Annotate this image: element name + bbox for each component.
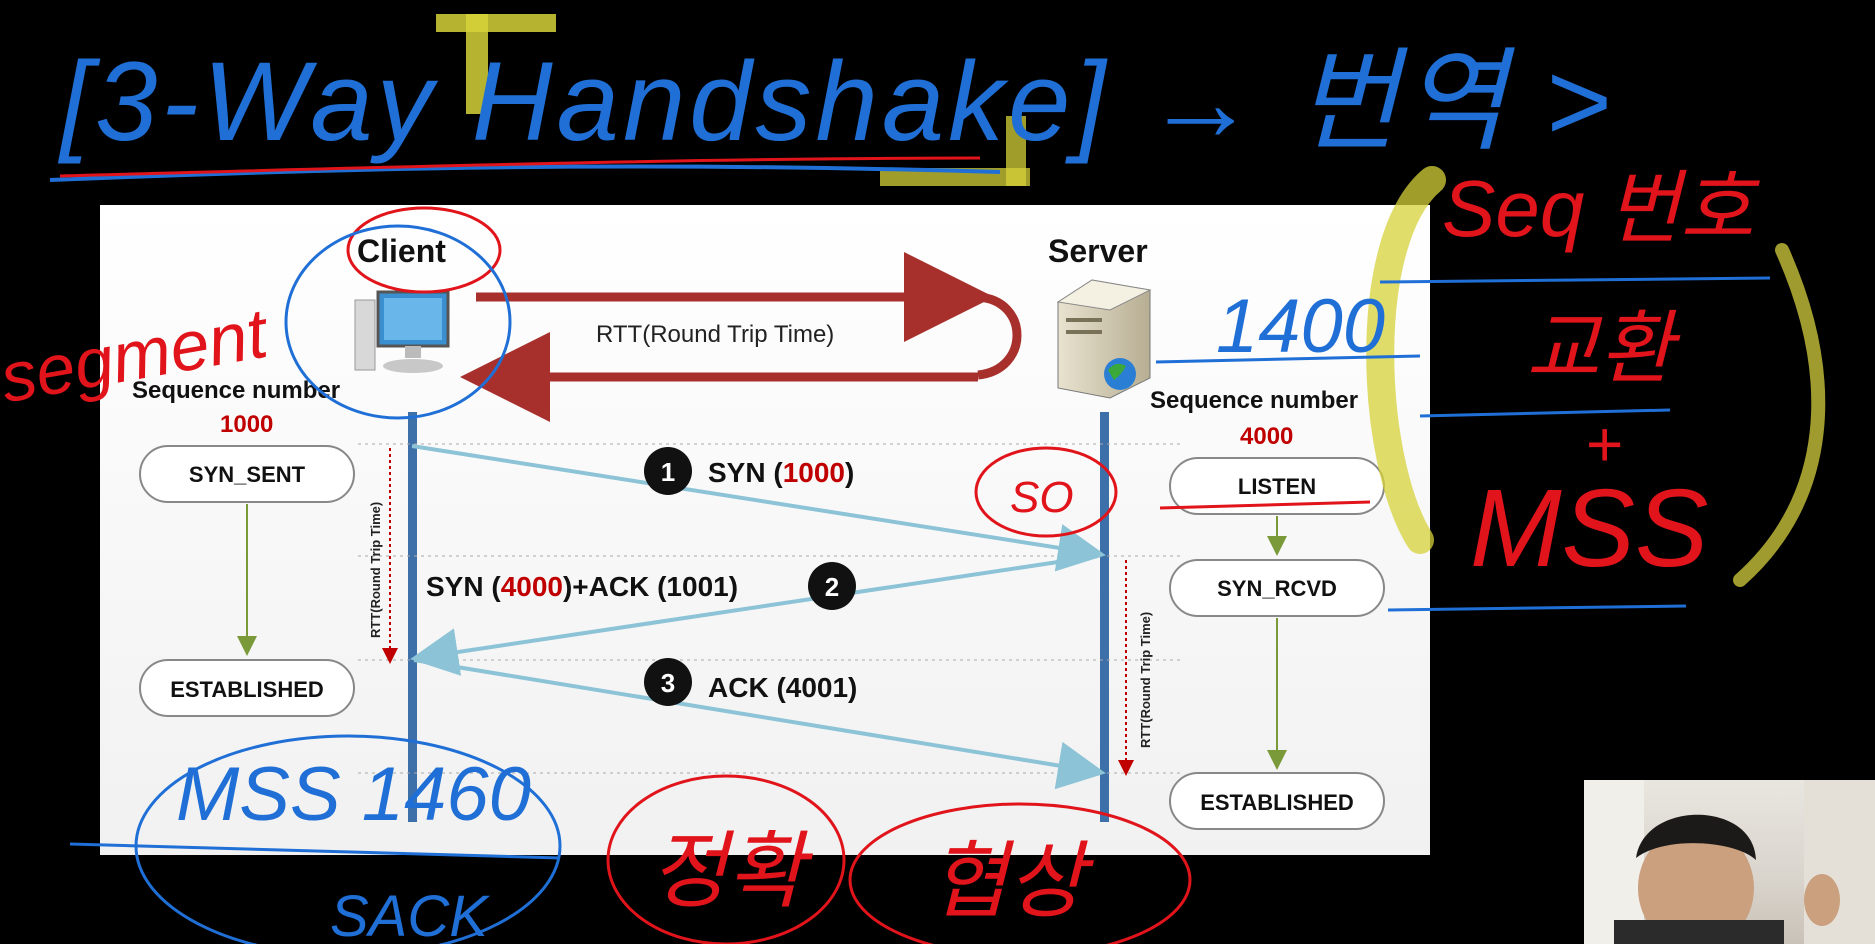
client-label-circle	[346, 206, 502, 294]
state-label: ESTABLISHED	[1200, 790, 1354, 815]
right-bracket-notes: Seq 번호 교환 + MSS	[1442, 164, 1760, 590]
ack-arrow	[413, 658, 1106, 790]
title-text: [3-Way Handshake] → 번역 >	[57, 39, 1614, 164]
rtt-vertical-left: RTT(Round Trip Time)	[368, 502, 383, 638]
pen-underline	[1387, 604, 1687, 612]
pen-underline	[1419, 408, 1671, 418]
step-ack: 3 ACK (4001)	[644, 658, 857, 706]
server-icon	[1056, 279, 1152, 399]
step-syn: 1 SYN (1000)	[644, 447, 854, 495]
step-number: 1	[661, 457, 675, 487]
title-highlight	[436, 14, 556, 32]
yellow-bracket-left	[1366, 166, 1446, 554]
handwritten-title: [3-Way Handshake] → 번역 >	[49, 14, 1614, 186]
server-seq-label: Sequence number	[1150, 387, 1358, 414]
step-label: SYN (1000)	[708, 457, 854, 488]
syn-ack-arrow	[410, 554, 1099, 676]
yellow-bracket-right	[1733, 243, 1826, 587]
server-state-syn-rcvd: SYN_RCVD	[1169, 559, 1385, 617]
bottom-left-note: MSS 1460	[176, 752, 531, 837]
server-annotation-text: SO	[1010, 473, 1074, 522]
step-syn-ack: SYN (4000)+ACK (1001) 2	[426, 562, 856, 610]
step-number-badge	[644, 447, 692, 495]
step-number: 2	[825, 572, 839, 602]
bottom-left-notes: MSS 1460 SACK	[69, 734, 562, 944]
step-number: 3	[661, 668, 675, 698]
webcam-overlay	[1584, 780, 1875, 944]
client-state-syn-sent: SYN_SENT	[139, 445, 355, 503]
step-label-post: )	[845, 457, 854, 488]
title-underline	[49, 164, 1001, 182]
right-note-line: 교환	[1526, 304, 1681, 393]
right-note-line: +	[1586, 408, 1623, 480]
step-label-value: 4000	[501, 571, 563, 602]
rtt-vertical-right: RTT(Round Trip Time)	[1138, 612, 1153, 748]
server-timeline	[1100, 412, 1109, 822]
client-icon-circle	[284, 224, 512, 420]
step-label-value: 1000	[783, 457, 845, 488]
server-label: Server	[1048, 233, 1148, 269]
state-label: SYN_SENT	[189, 462, 306, 487]
step-label-post: )+ACK (1001)	[563, 571, 738, 602]
state-label: ESTABLISHED	[170, 677, 324, 702]
server-seq-value: 4000	[1240, 423, 1293, 450]
pen-underline	[1379, 276, 1771, 284]
bottom-left-note: SACK	[330, 884, 490, 944]
pen-underline	[69, 842, 561, 860]
client-timeline	[408, 412, 417, 822]
bottom-center-note: 정확	[650, 824, 813, 918]
state-label: LISTEN	[1238, 474, 1316, 499]
title-highlight	[466, 14, 488, 114]
server-annotation-circle	[974, 446, 1118, 538]
presenter-video	[1584, 780, 1875, 944]
client-pc-icon	[354, 290, 450, 373]
step-number-badge	[644, 658, 692, 706]
client-state-established: ESTABLISHED	[139, 659, 355, 717]
step-label: ACK (4001)	[708, 672, 857, 703]
step-label-pre: SYN (	[426, 571, 501, 602]
client-seq-label: Sequence number	[132, 377, 340, 404]
step-number-badge	[808, 562, 856, 610]
syn-arrow	[411, 444, 1106, 572]
slide-panel	[100, 205, 1430, 855]
right-note-line: MSS	[1470, 467, 1708, 590]
client-label: Client	[357, 233, 446, 269]
bottom-center-notes: 정확 협상	[606, 774, 1192, 944]
client-seq-value: 1000	[220, 411, 273, 438]
rtt-loop	[460, 252, 1022, 422]
bottom-center-note: 협상	[930, 834, 1094, 928]
server-state-established: ESTABLISHED	[1169, 772, 1385, 830]
negotiation-circle	[848, 802, 1192, 944]
title-underline-red	[59, 156, 981, 178]
server-number-note: 1400	[1216, 284, 1385, 369]
right-note-line: Seq 번호	[1442, 164, 1760, 253]
step-label-pre: SYN (	[708, 457, 783, 488]
pen-underline	[1155, 354, 1421, 364]
rtt-label: RTT(Round Trip Time)	[596, 321, 834, 348]
pen-underline	[1159, 500, 1371, 510]
state-label: SYN_RCVD	[1217, 576, 1337, 601]
title-highlight	[1006, 116, 1026, 186]
accuracy-circle	[606, 774, 846, 944]
step-label: SYN (4000)+ACK (1001)	[426, 571, 738, 602]
